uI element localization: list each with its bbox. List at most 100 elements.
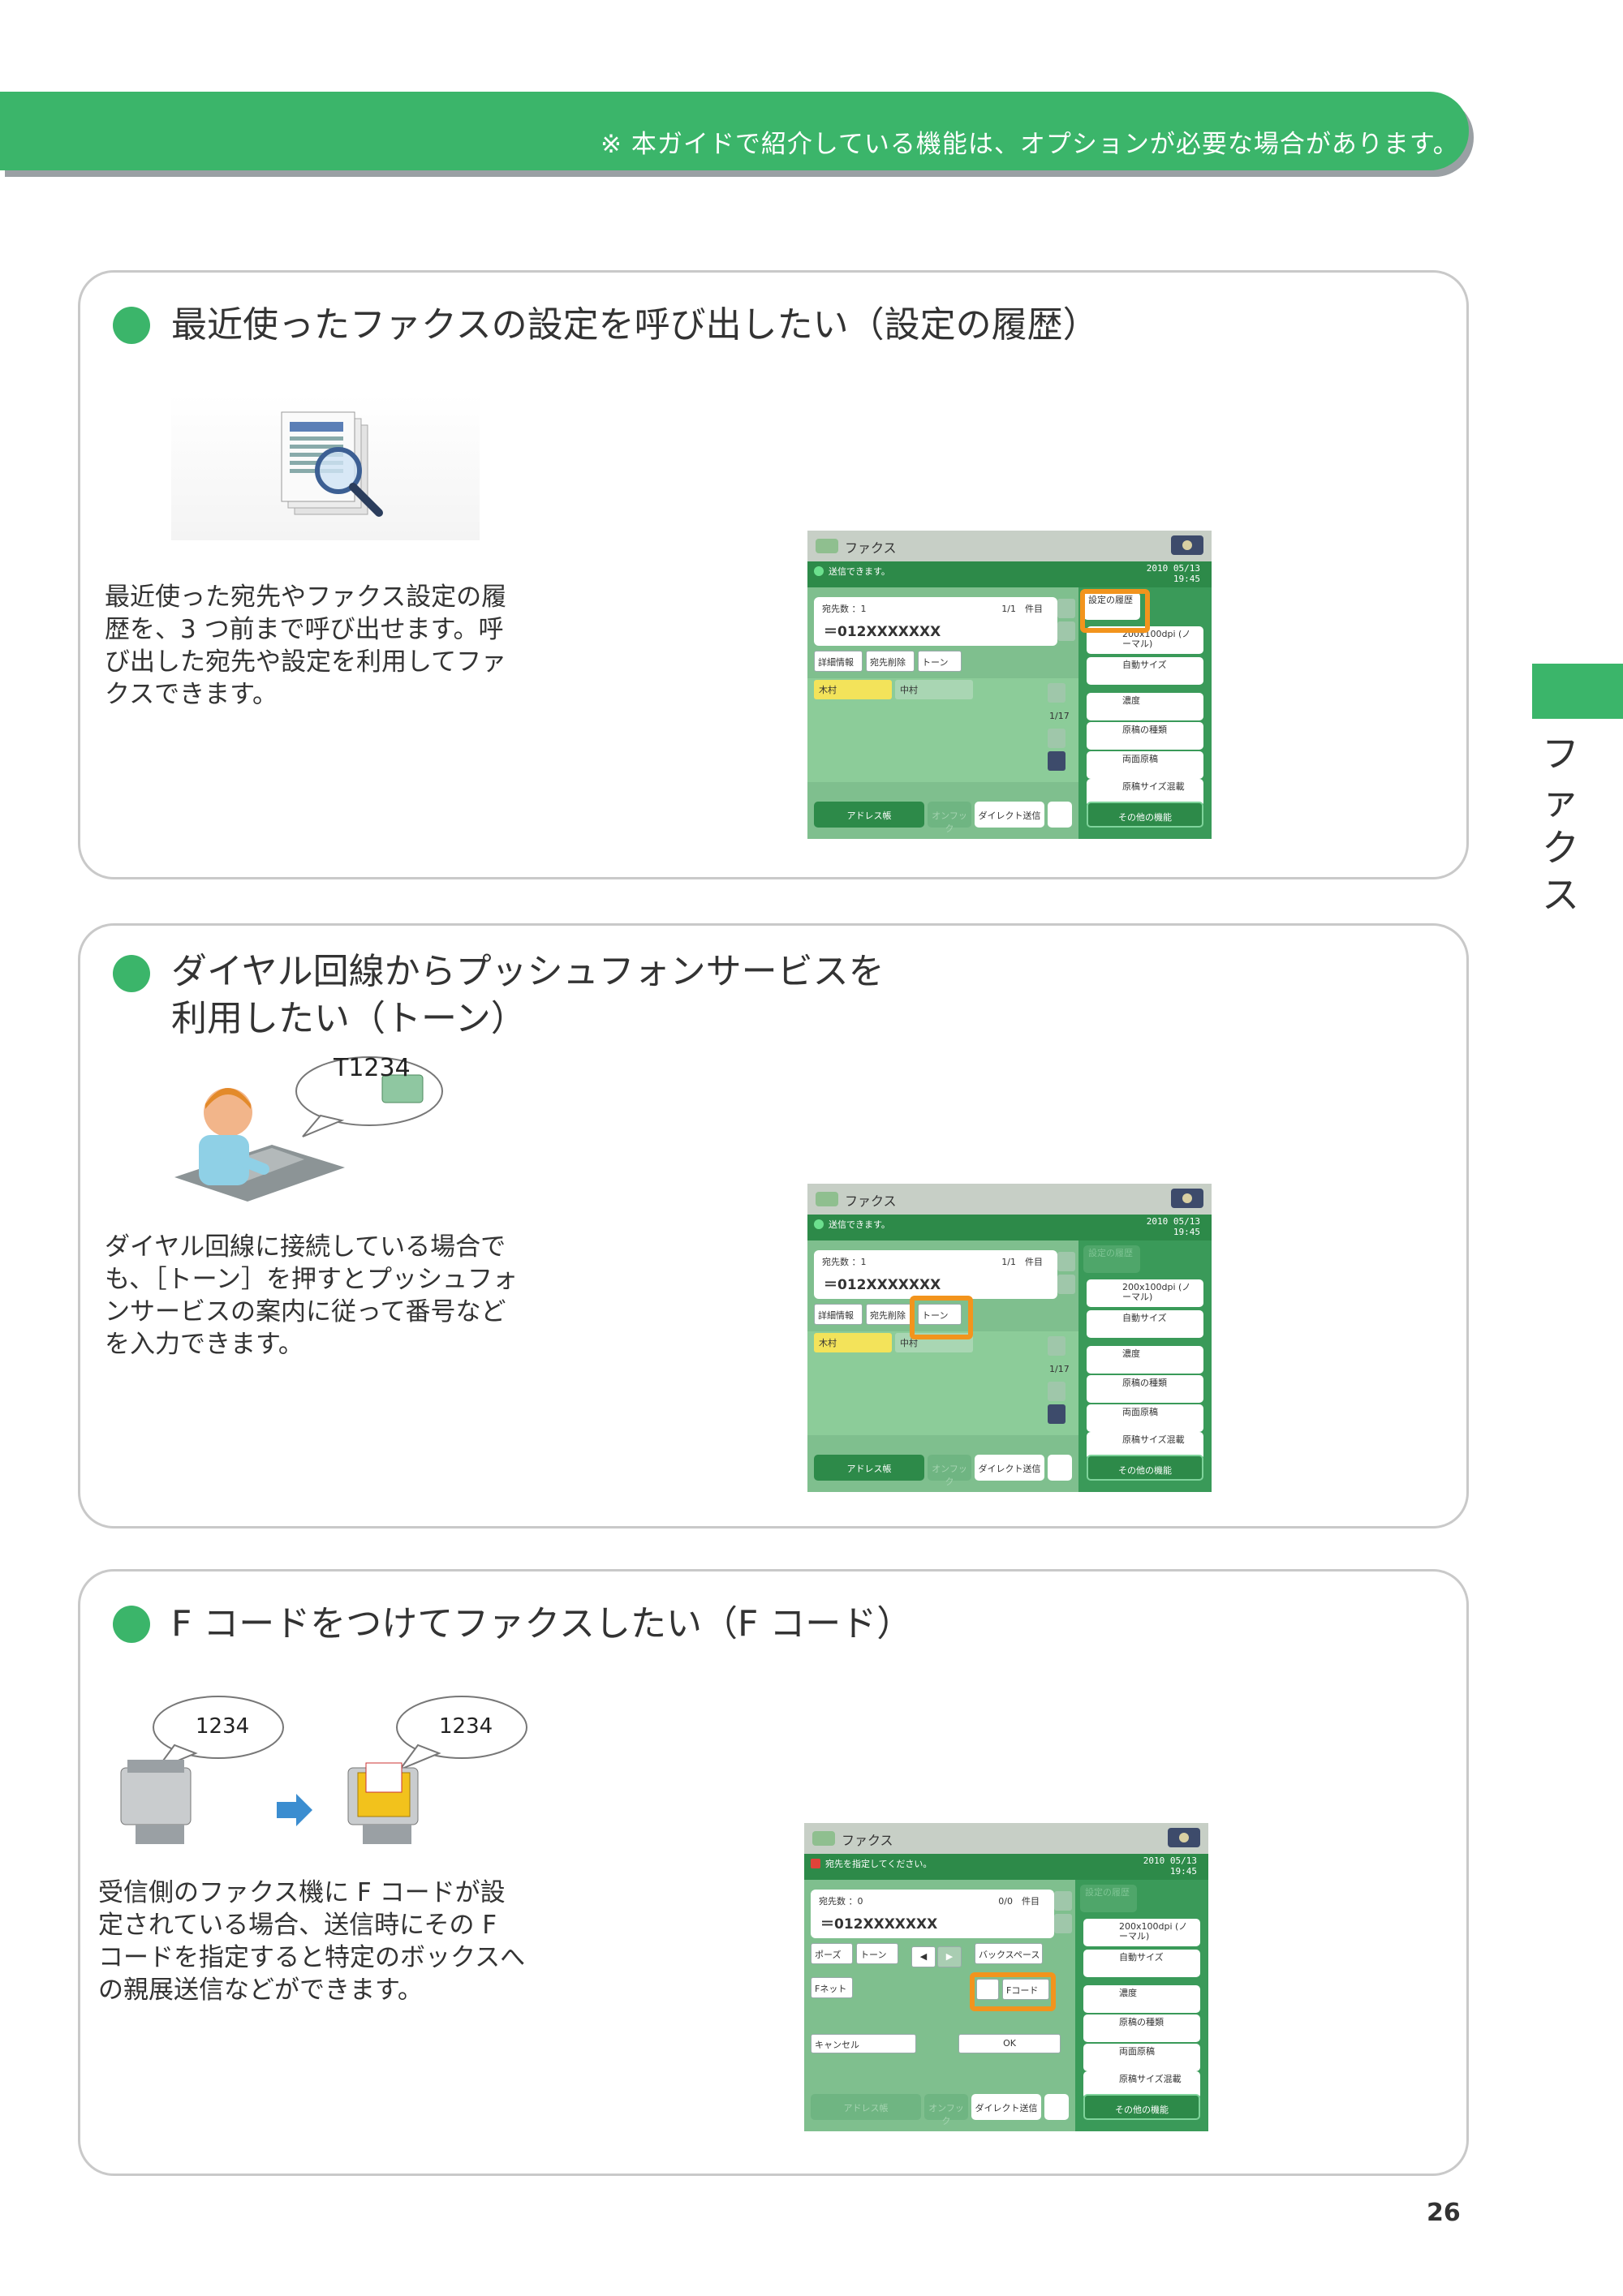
section-title: F コードをつけてファクスしたい（F コード） bbox=[171, 1603, 913, 1645]
settings-history-button[interactable]: 設定の履歴 bbox=[1080, 1885, 1137, 1912]
tone-button[interactable]: トーン bbox=[918, 651, 962, 672]
original-type-button[interactable]: 原稿の種類 bbox=[1083, 2014, 1200, 2042]
fax-icon bbox=[816, 539, 838, 553]
direct-send-button[interactable]: ダイレクト送信 bbox=[975, 802, 1044, 828]
destination-box[interactable]: 宛先数 ：0 0/0 件目 ＝012XXXXXXX bbox=[811, 1890, 1054, 1938]
device-status-icon[interactable] bbox=[1171, 1189, 1203, 1208]
address-chip-kimura[interactable]: 木村 bbox=[814, 1333, 892, 1352]
address-book-button[interactable]: アドレス帳 bbox=[814, 1455, 924, 1481]
dest-count-label: 宛先数 ：1 bbox=[822, 1257, 867, 1267]
tone-button[interactable]: トーン bbox=[856, 1943, 898, 1964]
settings-history-button[interactable]: 設定の履歴 bbox=[1083, 592, 1140, 620]
header-note: ※ 本ガイドで紹介している機能は、オプションが必要な場合があります。 bbox=[601, 130, 1459, 159]
destination-box[interactable]: 宛先数 ：1 1/1 件目 ＝012XXXXXXX bbox=[814, 1250, 1057, 1299]
addr-down-button[interactable] bbox=[1048, 1404, 1065, 1424]
addr-up-button[interactable] bbox=[1048, 1382, 1065, 1401]
duplex-button[interactable]: 両面原稿 bbox=[1083, 2044, 1200, 2071]
bullet-icon bbox=[113, 1606, 150, 1643]
section-description: ダイヤル回線に接続している場合でも、［トーン］を押すとプッシュフォンサービスの案… bbox=[105, 1232, 519, 1359]
side-tab-marker bbox=[1532, 664, 1623, 719]
density-button[interactable]: 濃度 bbox=[1087, 1346, 1203, 1374]
settings-history-button[interactable]: 設定の履歴 bbox=[1083, 1245, 1140, 1273]
pen-button[interactable] bbox=[1048, 1455, 1072, 1481]
dest-page: 1/1 件目 bbox=[1001, 604, 1043, 614]
highlight-tone bbox=[910, 1296, 973, 1339]
dest-count-label: 宛先数 ：0 bbox=[819, 1896, 863, 1907]
auto-size-button[interactable]: 自動サイズ bbox=[1087, 1310, 1203, 1338]
scroll-down-button[interactable] bbox=[1057, 621, 1075, 641]
address-chip-kimura[interactable]: 木村 bbox=[814, 680, 892, 699]
panel-title: ファクス bbox=[845, 540, 897, 556]
direct-send-button[interactable]: ダイレクト送信 bbox=[971, 2094, 1041, 2120]
ok-button[interactable]: OK bbox=[958, 2034, 1061, 2053]
section-description: 受信側のファクス機に F コードが設定されている場合、送信時にその F コードを… bbox=[98, 1878, 526, 2005]
address-book-button[interactable]: アドレス帳 bbox=[811, 2094, 921, 2120]
density-button[interactable]: 濃度 bbox=[1087, 693, 1203, 720]
density-button[interactable]: 濃度 bbox=[1083, 1985, 1200, 2013]
on-hook-button[interactable]: オンフック bbox=[928, 802, 971, 834]
device-status-icon[interactable] bbox=[1171, 535, 1203, 555]
original-type-button[interactable]: 原稿の種類 bbox=[1087, 722, 1203, 750]
original-type-button[interactable]: 原稿の種類 bbox=[1087, 1375, 1203, 1403]
panel-title: ファクス bbox=[845, 1193, 897, 1209]
destination-box[interactable]: 宛先数 ：1 1/1 件目 ＝012XXXXXXX bbox=[814, 597, 1057, 646]
cursor-left-button[interactable]: ◀ bbox=[911, 1946, 936, 1967]
other-functions-button[interactable]: その他の機能 bbox=[1087, 802, 1203, 828]
on-hook-button[interactable]: オンフック bbox=[928, 1455, 971, 1487]
delete-dest-button[interactable]: 宛先削除 bbox=[866, 1304, 915, 1325]
address-book-button[interactable]: アドレス帳 bbox=[814, 802, 924, 828]
pause-button[interactable]: ポーズ bbox=[811, 1943, 853, 1964]
addr-down-button[interactable] bbox=[1048, 751, 1065, 771]
bullet-icon bbox=[113, 307, 150, 344]
resolution-button[interactable]: 200x100dpi (ノーマル) bbox=[1087, 1279, 1203, 1307]
direct-send-button[interactable]: ダイレクト送信 bbox=[975, 1455, 1044, 1481]
cancel-button[interactable]: キャンセル bbox=[811, 2034, 916, 2053]
fax-to-box-icon bbox=[105, 1692, 559, 1854]
tone-button[interactable]: トーン bbox=[918, 1304, 962, 1325]
status-text: 宛先を指定してください。 bbox=[825, 1859, 932, 1869]
dest-page: 0/0 件目 bbox=[998, 1896, 1040, 1907]
scroll-up-button[interactable] bbox=[1057, 1252, 1075, 1271]
scroll-down-button[interactable] bbox=[1057, 1275, 1075, 1294]
duplex-button[interactable]: 両面原稿 bbox=[1087, 1404, 1203, 1432]
delete-dest-button[interactable]: 宛先削除 bbox=[866, 651, 915, 672]
on-hook-button[interactable]: オンフック bbox=[924, 2094, 968, 2126]
address-chip-nakamura[interactable]: 中村 bbox=[895, 680, 973, 699]
warning-indicator-icon bbox=[811, 1859, 820, 1868]
detail-info-button[interactable]: 詳細情報 bbox=[814, 1304, 863, 1325]
bubble-right-text: 1234 bbox=[439, 1714, 493, 1739]
scroll-down-button[interactable] bbox=[1054, 1914, 1072, 1933]
fax-icon bbox=[812, 1831, 835, 1846]
fcode-blank-button[interactable] bbox=[976, 1979, 999, 2000]
highlight-settings-history bbox=[1080, 589, 1150, 633]
pen-button[interactable] bbox=[1044, 2094, 1069, 2120]
cursor-right-button[interactable]: ▶ bbox=[937, 1946, 962, 1967]
scroll-up-button[interactable] bbox=[1057, 599, 1075, 618]
pen-button[interactable] bbox=[1048, 802, 1072, 828]
fax-number: ＝012XXXXXXX bbox=[824, 1277, 941, 1293]
dest-page: 1/1 件目 bbox=[1001, 1257, 1043, 1267]
auto-size-button[interactable]: 自動サイズ bbox=[1087, 657, 1203, 685]
address-page: 1/17 bbox=[1049, 711, 1070, 721]
duplex-button[interactable]: 両面原稿 bbox=[1087, 751, 1203, 779]
fcode-button[interactable]: Fコード bbox=[1002, 1979, 1049, 2000]
backspace-button[interactable]: バックスペース bbox=[975, 1943, 1043, 1964]
section-description: 最近使った宛先やファクス設定の履歴を、3 つ前まで呼び出せます。呼び出した宛先や… bbox=[105, 583, 507, 709]
detail-info-button[interactable]: 詳細情報 bbox=[814, 651, 863, 672]
auto-size-button[interactable]: 自動サイズ bbox=[1083, 1950, 1200, 1977]
resolution-button[interactable]: 200x100dpi (ノーマル) bbox=[1083, 1919, 1200, 1946]
fax-settings-icon[interactable] bbox=[1048, 1336, 1065, 1356]
other-functions-button[interactable]: その他の機能 bbox=[1083, 2094, 1200, 2120]
fax-settings-icon[interactable] bbox=[1048, 683, 1065, 703]
section-title: ダイヤル回線からプッシュフォンサービスを 利用したい（トーン） bbox=[171, 951, 885, 1039]
device-status-icon[interactable] bbox=[1168, 1828, 1200, 1847]
other-functions-button[interactable]: その他の機能 bbox=[1087, 1455, 1203, 1481]
addr-up-button[interactable] bbox=[1048, 729, 1065, 748]
fnet-button[interactable]: Fネット bbox=[811, 1977, 853, 1998]
scroll-up-button[interactable] bbox=[1054, 1891, 1072, 1911]
